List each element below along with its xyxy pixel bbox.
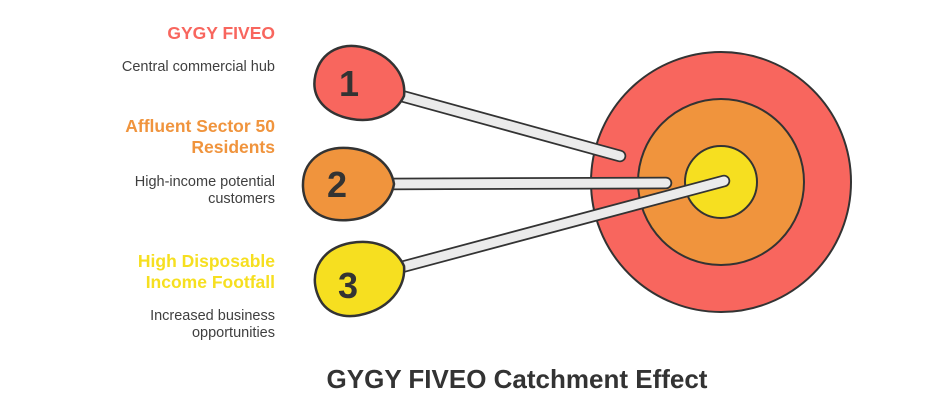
- pin-2-stick: [378, 176, 673, 191]
- pin-1-stick: [391, 88, 627, 163]
- pin-1-head: [313, 44, 406, 122]
- pin-1-number: 1: [339, 63, 359, 104]
- pin-3-stick: [391, 174, 731, 275]
- item-1-description: Central commercial hub: [121, 59, 275, 75]
- item-3-description: Increased business opportunities: [150, 308, 275, 341]
- item-2-description: High-income potential customers: [134, 174, 275, 207]
- pin-2-number: 2: [327, 164, 347, 205]
- pin-1-stick-fill: [393, 90, 625, 161]
- pin-3-number: 3: [338, 265, 358, 306]
- item-2-heading: Affluent Sector 50 Residents: [125, 116, 275, 157]
- item-3-heading: High Disposable Income Footfall: [137, 251, 275, 292]
- item-1-heading: GYGY FIVEO: [167, 23, 275, 43]
- pin-2-stick-fill: [380, 178, 671, 189]
- pin-3-stick-fill: [393, 176, 729, 273]
- pin-3-head: [313, 240, 406, 318]
- chart-title: GYGY FIVEO Catchment Effect: [326, 364, 708, 394]
- pin-2-head: [301, 146, 396, 222]
